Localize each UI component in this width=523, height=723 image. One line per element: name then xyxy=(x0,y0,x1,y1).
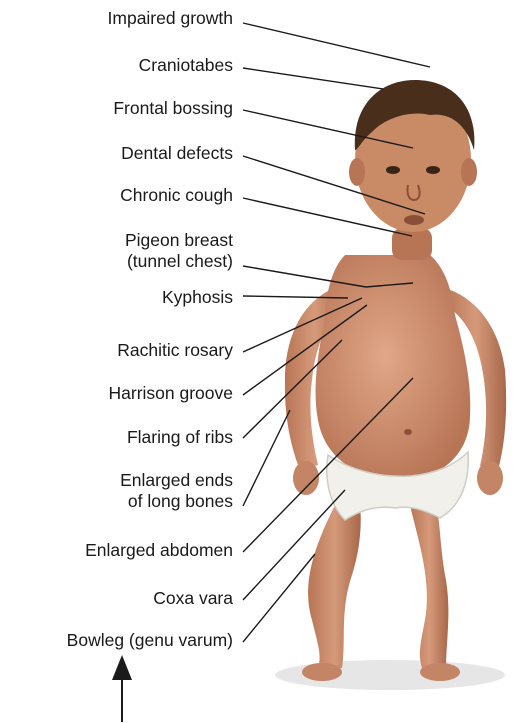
label-frontal-bossing: Frontal bossing xyxy=(113,98,233,119)
up-arrow-icon xyxy=(112,655,132,722)
mouth xyxy=(404,215,424,225)
label-pigeon-breast-line2: (tunnel chest) xyxy=(125,251,233,272)
right-leg xyxy=(410,505,448,668)
label-bowleg: Bowleg (genu varum) xyxy=(67,630,233,651)
label-enlarged-abdomen: Enlarged abdomen xyxy=(85,540,233,561)
label-rachitic-rosary: Rachitic rosary xyxy=(117,340,233,361)
label-pigeon-breast-line1: Pigeon breast xyxy=(125,230,233,251)
left-eye xyxy=(386,166,400,174)
left-ear xyxy=(349,158,365,186)
right-eye xyxy=(426,166,440,174)
left-foot xyxy=(302,663,342,681)
label-pigeon-breast: Pigeon breast (tunnel chest) xyxy=(125,230,233,272)
right-ear xyxy=(461,158,477,186)
leader-enlarged-ends xyxy=(243,410,290,506)
label-harrison-groove: Harrison groove xyxy=(109,383,234,404)
leader-craniotabes xyxy=(243,68,383,89)
label-chronic-cough: Chronic cough xyxy=(120,185,233,206)
label-kyphosis: Kyphosis xyxy=(162,287,233,308)
navel xyxy=(404,429,412,435)
torso xyxy=(316,255,471,480)
right-hand xyxy=(477,461,503,495)
label-dental-defects: Dental defects xyxy=(121,143,233,164)
left-leg xyxy=(308,505,361,668)
label-enlarged-ends-line2: of long bones xyxy=(120,491,233,512)
label-craniotabes: Craniotabes xyxy=(139,55,233,76)
leader-bowleg xyxy=(243,554,315,642)
child-figure xyxy=(285,80,506,681)
label-coxa-vara: Coxa vara xyxy=(153,588,233,609)
label-enlarged-ends-line1: Enlarged ends xyxy=(120,470,233,491)
label-impaired-growth: Impaired growth xyxy=(108,8,233,29)
leader-impaired-growth xyxy=(243,23,430,67)
label-flaring-of-ribs: Flaring of ribs xyxy=(127,427,233,448)
label-enlarged-ends: Enlarged ends of long bones xyxy=(120,470,233,512)
right-foot xyxy=(420,663,460,681)
